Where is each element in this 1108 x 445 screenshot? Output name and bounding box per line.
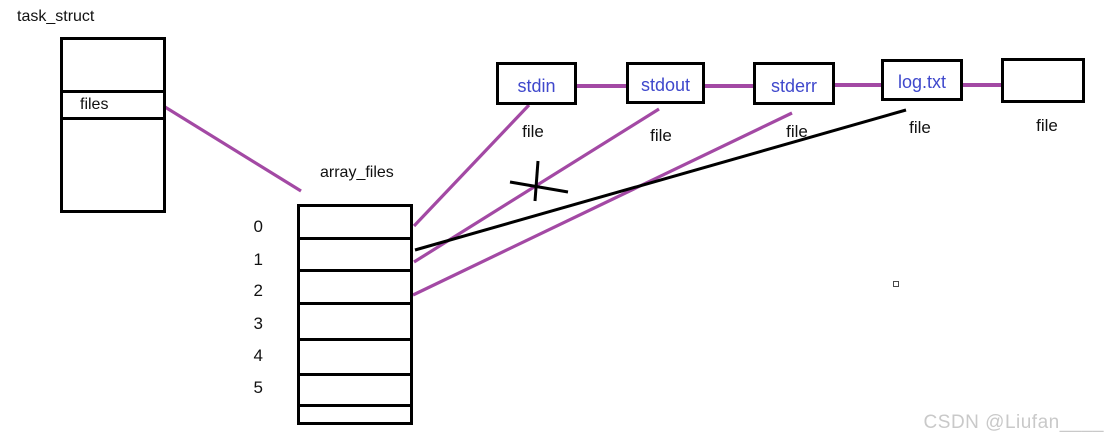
file-object-box-stderr: stderr bbox=[753, 62, 835, 105]
pointer-fd2-to-stderr-line bbox=[412, 111, 793, 297]
task-struct-cell-bottom bbox=[60, 117, 166, 213]
file-object-box-logtxt: log.txt bbox=[881, 59, 963, 101]
array-index-4: 4 bbox=[253, 346, 263, 365]
file-type-label-stdin: file bbox=[522, 122, 544, 141]
array-cell-4 bbox=[297, 338, 413, 376]
watermark-text: CSDN @Liufan____ bbox=[923, 412, 1104, 433]
file-type-label-stderr: file bbox=[786, 122, 808, 141]
array-cell-2 bbox=[297, 269, 413, 305]
array-cell-6 bbox=[297, 404, 413, 425]
file-type-label-stdout: file bbox=[650, 126, 672, 145]
array-index-2: 2 bbox=[253, 281, 263, 300]
tiny-square-artifact bbox=[893, 281, 899, 287]
array-index-1: 1 bbox=[253, 250, 263, 269]
array-cell-5 bbox=[297, 373, 413, 407]
array-index-5: 5 bbox=[253, 378, 263, 397]
file-object-name-stderr: stderr bbox=[770, 76, 817, 96]
file-object-name-stdin: stdin bbox=[517, 76, 556, 96]
array-index-0: 0 bbox=[253, 217, 263, 236]
file-object-name-stdout: stdout bbox=[640, 75, 691, 95]
file-object-box-stdin: stdin bbox=[496, 62, 577, 105]
array-cell-0 bbox=[297, 204, 413, 240]
file-type-label-empty: file bbox=[1036, 116, 1058, 135]
files-field-label: files bbox=[80, 96, 109, 113]
task-struct-title: task_struct bbox=[17, 8, 95, 25]
file-type-label-logtxt: file bbox=[909, 118, 931, 137]
array-cell-1 bbox=[297, 237, 413, 272]
pointer-files-to-array-line bbox=[164, 105, 302, 193]
cross-out-mark bbox=[509, 160, 569, 202]
array-index-3: 3 bbox=[253, 314, 263, 333]
file-object-box-empty bbox=[1001, 58, 1085, 103]
file-object-box-stdout: stdout bbox=[626, 62, 705, 104]
file-object-name-logtxt: log.txt bbox=[897, 72, 947, 92]
array-files-title: array_files bbox=[320, 164, 394, 181]
task-struct-cell-files: files bbox=[60, 90, 166, 120]
array-cell-3 bbox=[297, 302, 413, 341]
task-struct-cell-top bbox=[60, 37, 166, 93]
